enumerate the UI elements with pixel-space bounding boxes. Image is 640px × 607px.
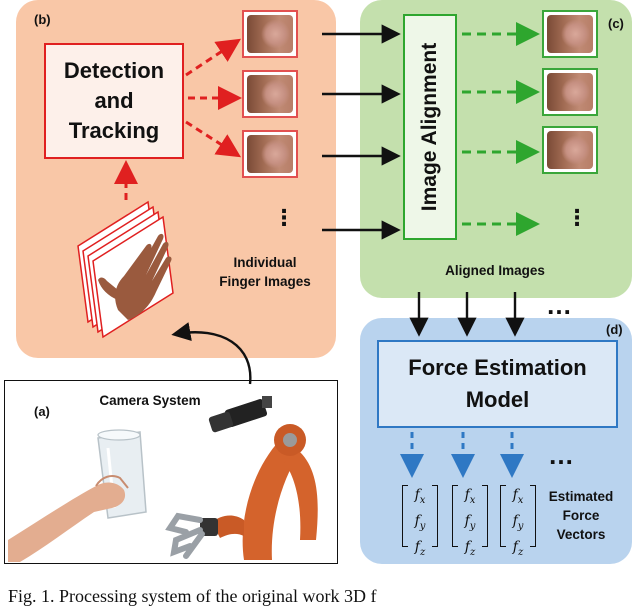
camera-icon — [208, 396, 272, 433]
force-label-line1: Force Estimation — [408, 355, 587, 381]
individual-caption-line1: Individual — [233, 255, 297, 270]
x-subscript: x — [419, 494, 426, 506]
y-subscript: y — [517, 520, 524, 532]
fx-symbol: f — [414, 487, 420, 503]
force-to-vector-arrows — [400, 432, 524, 478]
fy-symbol: f — [512, 512, 518, 529]
more-vectors-ellipsis: … — [548, 440, 574, 470]
image-alignment-box: Image Alignment — [403, 14, 457, 240]
panel-label-d: (d) — [606, 322, 623, 337]
panel-label-c: (c) — [608, 16, 624, 31]
aligned-to-force-arrows — [409, 292, 525, 337]
fx-symbol: f — [512, 487, 518, 503]
y-subscript: y — [469, 520, 476, 532]
detection-label-line1: Detection — [63, 58, 165, 84]
finger-image-2 — [242, 70, 298, 118]
finger-image-3 — [242, 130, 298, 178]
z-subscript: z — [469, 546, 476, 558]
detection-label-line2: and — [94, 88, 134, 114]
force-label-line2: Model — [465, 387, 530, 412]
camera-to-frames-arrow — [171, 322, 252, 385]
fz-symbol: f — [512, 538, 518, 555]
y-subscript: y — [419, 520, 426, 532]
fz-symbol: f — [464, 538, 470, 555]
aligned-image-3 — [542, 126, 598, 174]
fy-symbol: f — [414, 512, 420, 529]
individual-finger-images-caption: Individual Finger Images — [210, 254, 320, 292]
aligned-image-1 — [542, 10, 598, 58]
finger-to-alignment-arrows — [322, 24, 401, 240]
panel-label-a: (a) — [34, 404, 50, 419]
detection-to-finger-arrows — [114, 38, 242, 200]
force-vector-2: fx fy fz — [452, 485, 488, 557]
estimated-caption-line2: Force — [562, 507, 600, 523]
robot-arm-image — [165, 424, 318, 560]
panel-label-b: (b) — [34, 12, 51, 27]
estimated-caption-line3: Vectors — [556, 526, 606, 542]
figure-caption: Fig. 1. Processing system of the origina… — [8, 586, 377, 606]
x-subscript: x — [469, 494, 476, 506]
camera-system-caption: Camera System — [99, 393, 201, 408]
z-subscript: z — [517, 546, 524, 558]
fz-symbol: f — [414, 538, 420, 555]
estimated-caption-line1: Estimated — [548, 489, 614, 504]
hand-image — [98, 233, 172, 320]
fx-symbol: f — [464, 487, 470, 503]
detection-label-line3: Tracking — [68, 117, 160, 143]
x-subscript: x — [517, 494, 524, 506]
z-subscript: z — [419, 546, 426, 558]
individual-caption-line2: Finger Images — [219, 273, 311, 289]
fy-symbol: f — [464, 512, 470, 529]
more-outputs-ellipsis: … — [546, 290, 572, 320]
force-vector-1: fx fy fz — [402, 485, 438, 557]
human-hand-image — [8, 475, 129, 562]
aligned-images-caption: Aligned Images — [445, 263, 545, 278]
force-estimation-model-box: Force Estimation Model — [377, 340, 618, 428]
aligned-image-2 — [542, 68, 598, 116]
finger-image-1 — [242, 10, 298, 58]
alignment-to-aligned-arrows — [462, 22, 540, 236]
detection-tracking-box: Detection and Tracking — [44, 43, 184, 159]
force-vector-3: fx fy fz — [500, 485, 536, 557]
estimated-force-vectors-caption: Estimated Force Vectors — [540, 488, 622, 545]
